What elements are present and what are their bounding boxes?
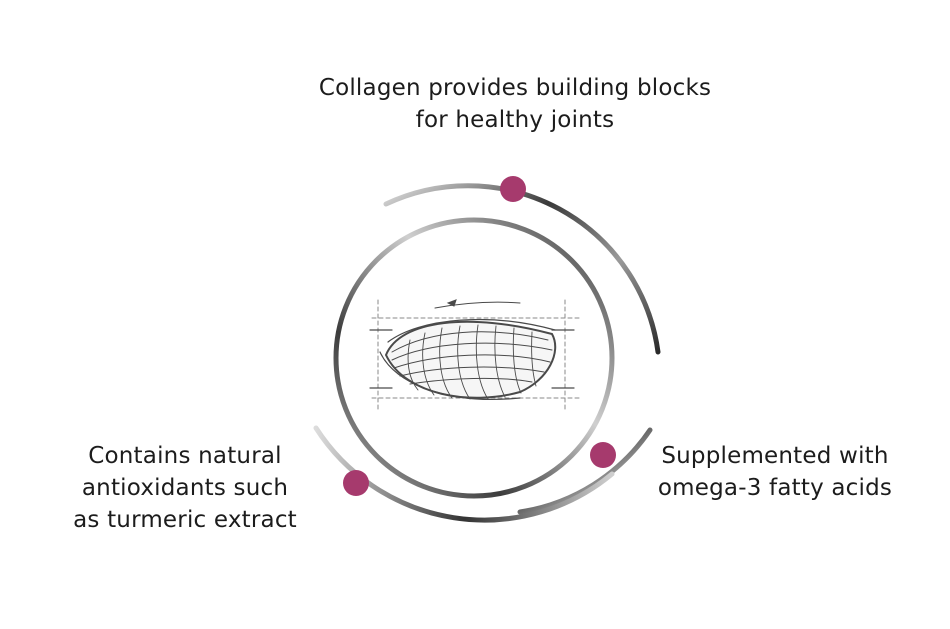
- benefit-label-collagen-line-1: Collagen provides building blocks: [318, 75, 712, 101]
- outer-ring-arc-lower: [517, 427, 653, 515]
- benefit-label-collagen: Collagen provides building blocks for he…: [250, 72, 780, 136]
- benefit-label-antioxidants: Contains natural antioxidants such as tu…: [40, 440, 330, 536]
- lower-ring-arc: [313, 425, 615, 523]
- benefit-dot-left: [343, 470, 369, 496]
- benefit-dot-top: [500, 176, 526, 202]
- joint-cartilage-sketch-icon: [369, 299, 581, 411]
- benefit-label-omega3-line-1: Supplemented with: [661, 443, 889, 469]
- benefit-label-omega3: Supplemented with omega-3 fatty acids: [635, 440, 915, 504]
- benefit-label-omega3-line-2: omega-3 fatty acids: [657, 475, 893, 501]
- benefit-dot-right: [590, 442, 616, 468]
- benefit-label-antioxidants-line-1: Contains natural: [88, 443, 282, 469]
- benefit-label-antioxidants-line-3: as turmeric extract: [73, 507, 297, 533]
- outer-ring-arc: [383, 183, 661, 355]
- benefit-label-antioxidants-line-2: antioxidants such: [81, 475, 289, 501]
- inner-ring: [333, 217, 615, 499]
- benefit-label-collagen-line-2: for healthy joints: [415, 107, 615, 133]
